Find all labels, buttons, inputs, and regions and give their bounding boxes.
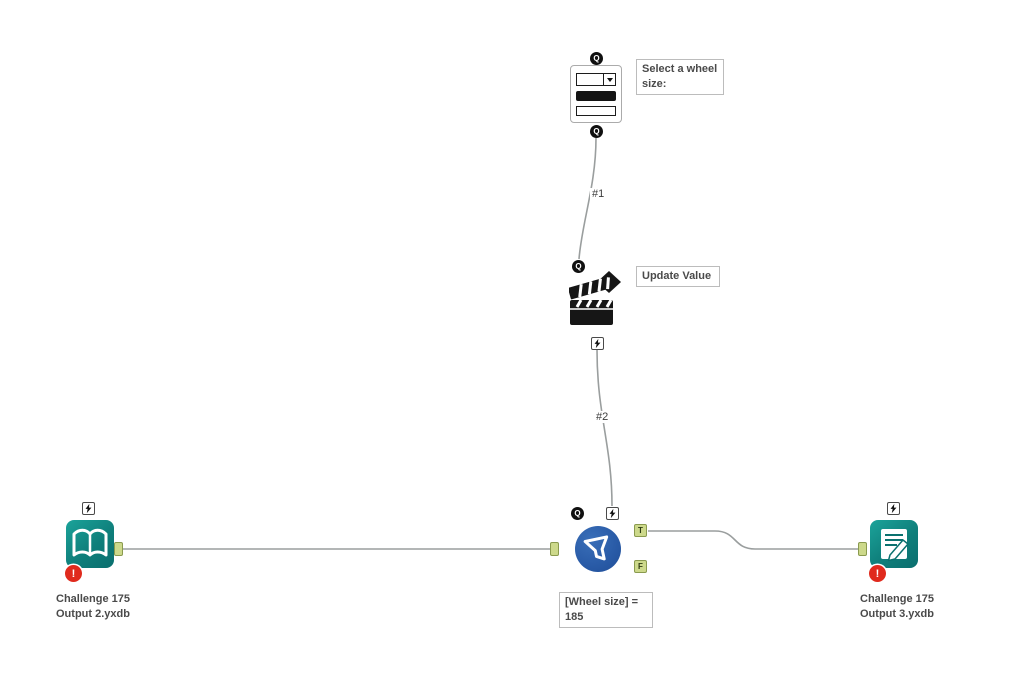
lightning-icon — [594, 338, 601, 349]
action-question-anchor[interactable]: Q — [572, 260, 585, 273]
connection-action-to-filter[interactable] — [596, 349, 613, 507]
output-error-badge: ! — [869, 565, 886, 582]
q-anchor-label: Q — [593, 127, 600, 136]
action-annotation[interactable]: Update Value — [636, 266, 720, 287]
filter-annotation-line2: 185 — [565, 610, 584, 623]
output-data-tool-icon[interactable] — [870, 520, 918, 568]
q-anchor-label: Q — [575, 262, 582, 271]
open-book-icon — [72, 528, 108, 557]
q-anchor-label: Q — [574, 509, 581, 518]
input-data-tool-icon[interactable] — [66, 520, 114, 568]
dropdown-field-glyph — [576, 106, 616, 116]
dropdown-caret-button-glyph — [603, 74, 615, 85]
filter-annotation[interactable]: [Wheel size] = 185 — [559, 592, 653, 628]
dropdown-question-anchor-bottom[interactable]: Q — [590, 125, 603, 138]
lightning-icon — [85, 503, 92, 514]
input-caption-line1: Challenge 175 — [56, 593, 130, 605]
dropdown-question-anchor-top[interactable]: Q — [590, 52, 603, 65]
document-pencil-icon — [881, 529, 909, 562]
input-caption-line2: Output 2.yxdb — [56, 607, 130, 620]
filter-question-anchor[interactable]: Q — [571, 507, 584, 520]
false-anchor-label: F — [638, 562, 643, 571]
connection-dropdown-to-action[interactable] — [578, 137, 597, 260]
error-exclamation: ! — [875, 567, 880, 580]
filter-false-anchor[interactable]: F — [634, 560, 647, 573]
output-caption-line1: Challenge 175 — [860, 593, 934, 605]
filter-tool-icon[interactable] — [575, 526, 621, 572]
q-anchor-label: Q — [593, 54, 600, 63]
lightning-icon — [890, 503, 897, 514]
filter-input-anchor[interactable] — [550, 542, 559, 556]
action-lightning-anchor[interactable] — [591, 337, 604, 350]
dropdown-annotation[interactable]: Select a wheel size: — [636, 59, 724, 95]
input-caption: Challenge 175 Output 2.yxdb — [56, 592, 130, 622]
wire-label-1: #1 — [590, 188, 607, 200]
input-output-anchor[interactable] — [114, 542, 123, 556]
clapperboard-icon — [568, 271, 621, 325]
action-tool-icon[interactable] — [568, 269, 623, 331]
input-lightning-anchor[interactable] — [82, 502, 95, 515]
filter-true-anchor[interactable]: T — [634, 524, 647, 537]
true-anchor-label: T — [638, 526, 643, 535]
connection-filter-true-to-output[interactable] — [648, 530, 858, 550]
filter-lightning-anchor[interactable] — [606, 507, 619, 520]
output-input-anchor[interactable] — [858, 542, 867, 556]
input-error-badge: ! — [65, 565, 82, 582]
lightning-icon — [609, 508, 616, 519]
output-caption: Challenge 175 Output 3.yxdb — [860, 592, 934, 622]
dropdown-combobox-glyph — [576, 73, 616, 86]
filter-annotation-line1: [Wheel size] = — [565, 596, 639, 608]
caret-down-icon — [606, 77, 613, 82]
wire-label-2: #2 — [594, 411, 611, 423]
error-exclamation: ! — [71, 567, 76, 580]
dropdown-selected-bar-glyph — [576, 91, 616, 101]
output-lightning-anchor[interactable] — [887, 502, 900, 515]
dropdown-tool-icon[interactable] — [570, 65, 622, 123]
output-caption-line2: Output 3.yxdb — [860, 607, 934, 620]
funnel-icon — [583, 535, 609, 561]
